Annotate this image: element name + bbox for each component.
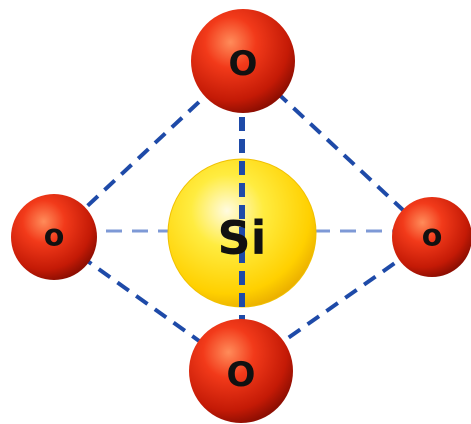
oxygen-label-left: o [44,219,65,254]
oxygen-atom-top: O [191,9,295,113]
oxygen-label-top: O [229,44,258,84]
oxygen-label-bottom: O [227,355,256,395]
oxygen-label-right: o [422,219,443,254]
silicon-label: Si [218,211,267,265]
oxygen-atom-bottom: O [189,319,293,423]
bond-top-right [241,59,434,239]
oxygen-atom-right: o [392,197,471,277]
oxygen-atom-left: o [11,194,97,280]
